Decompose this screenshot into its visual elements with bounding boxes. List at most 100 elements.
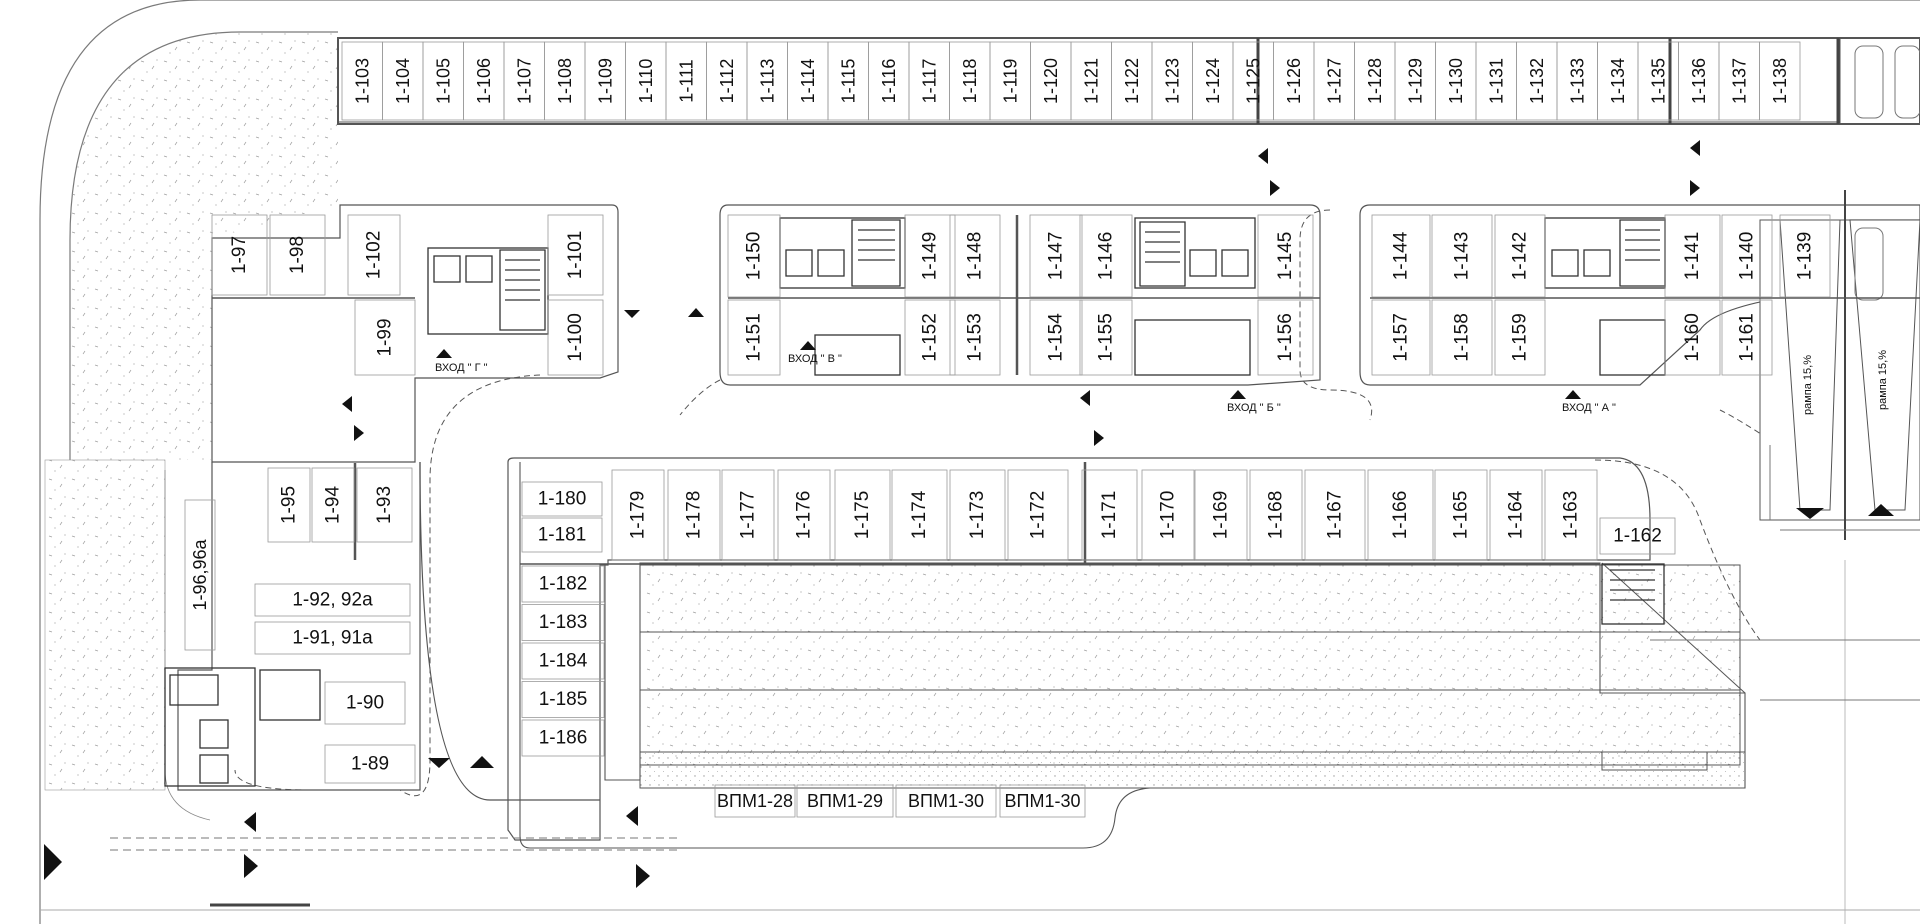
top-spot-label: 1-136: [1689, 58, 1709, 104]
block-spot-label: 1-144: [1391, 231, 1412, 280]
column-spot-label: 1-182: [539, 574, 588, 595]
top-spot-label: 1-112: [717, 59, 737, 104]
block-spot-label: 1-101: [565, 231, 586, 280]
block-separators: [212, 215, 1920, 565]
parking-spot-outline: [949, 469, 1006, 561]
block-spot-label: 1-150: [744, 232, 765, 281]
core-a: [1544, 217, 1666, 376]
parking-spot-outline: [547, 214, 604, 296]
middle-parking-bay: [519, 462, 1746, 849]
parking-spot-outline: [1194, 469, 1248, 561]
block-spot-label: 1-143: [1452, 232, 1473, 281]
parking-spot-outline: [667, 469, 721, 561]
block-spot-label: 1-146: [1096, 232, 1117, 281]
top-spot-label: 1-122: [1122, 58, 1142, 104]
core-east: [1601, 563, 1665, 625]
top-spot-label: 1-118: [960, 59, 980, 104]
left-spot-label: 1-94: [323, 486, 344, 524]
middle-spot-label: 1-174: [909, 490, 930, 539]
block-spot-label: 1-100: [565, 313, 586, 362]
parking-spot-outline: [521, 681, 605, 718]
block-spot-label: 1-156: [1275, 313, 1296, 362]
block-spot-label: 1-159: [1510, 313, 1531, 362]
left-spot-label: 1-95: [279, 486, 300, 524]
core-v: [779, 217, 906, 376]
middle-spot-label: 1-178: [684, 491, 705, 540]
top-spot-label: 1-128: [1365, 58, 1385, 104]
parking-spot-outline: [324, 681, 406, 725]
left-spot-label: 1-89: [351, 754, 389, 775]
left-spot-label: 1-90: [346, 693, 384, 714]
parking-spot-outline: [267, 467, 311, 543]
left-spot-label: 1-96,96a: [190, 538, 210, 610]
parking-spot-outline: [269, 214, 326, 296]
top-spot-label: 1-129: [1405, 58, 1425, 104]
parking-spot-outline: [1434, 469, 1488, 561]
landscape-area-west: [44, 459, 166, 791]
parking-spot-outline: [1081, 469, 1138, 561]
top-spot-label: 1-103: [352, 58, 372, 104]
parking-spot-outline: [1431, 299, 1493, 376]
column-spot-label: 1-185: [539, 689, 588, 710]
left-spot-label: 1-91, 91a: [292, 628, 373, 649]
parking-spot-outline: [1664, 214, 1721, 298]
entrance-g-label: ВХОД " Г ": [435, 362, 488, 374]
parking-spot-outline: [1494, 214, 1546, 298]
access-road-west: [164, 470, 211, 821]
block-spot-label: 1-161: [1737, 313, 1758, 362]
top-spot-label: 1-114: [798, 59, 818, 104]
top-spot-label: 1-117: [919, 59, 939, 104]
middle-spot-label: 1-172: [1028, 491, 1049, 540]
block-spot-label: 1-154: [1046, 313, 1067, 362]
middle-spot-label: 1-162: [1613, 526, 1662, 547]
parking-spot-outline: [347, 214, 401, 296]
top-parking-row: [337, 37, 1920, 125]
column-spot-label: 1-186: [539, 728, 588, 749]
ramp-label-2: рампа 15,%: [1877, 350, 1889, 410]
parking-spot-outline: [1257, 299, 1314, 376]
middle-spot-label: 1-170: [1158, 491, 1179, 540]
parking-spot-outline: [521, 604, 605, 641]
column-spot-label: 1-184: [539, 651, 588, 672]
block-spot-label: 1-149: [920, 232, 941, 281]
parking-spot-outline: [1759, 41, 1801, 121]
top-spot-label: 1-104: [393, 58, 413, 104]
parking-spot-outline: [904, 299, 956, 376]
parking-spot-outline: [796, 784, 894, 818]
entrance-markers: ВХОД " Г " ВХОД " В " ВХОД " Б " ВХОД " …: [435, 341, 1616, 414]
parking-spot-outline: [1489, 469, 1543, 561]
parking-spot-outline: [1371, 299, 1431, 376]
middle-spot-label: 1-167: [1325, 491, 1346, 540]
parking-spot-outline: [521, 719, 605, 757]
middle-spot-label: 1-173: [967, 491, 988, 540]
top-spot-label: 1-105: [433, 58, 453, 104]
middle-spot-label: 1-166: [1390, 491, 1411, 540]
parking-spot-outline: [521, 565, 605, 603]
middle-spot-label: 1-180: [538, 489, 587, 510]
top-spot-label: 1-132: [1527, 58, 1547, 104]
block-spot-label: 1-147: [1046, 232, 1067, 281]
parking-spot-outline: [949, 214, 1001, 298]
parking-spot-outline: [1544, 469, 1598, 561]
core-b: [1134, 217, 1256, 376]
top-spot-label: 1-135: [1648, 58, 1668, 104]
top-spot-label: 1-108: [555, 58, 575, 104]
parking-spot-outline: [521, 481, 603, 517]
parking-spot-outline: [1779, 214, 1831, 298]
parking-spot-outline: [895, 784, 997, 818]
middle-spot-label: 1-165: [1451, 491, 1472, 540]
top-spot-label: 1-109: [595, 58, 615, 104]
parking-spot-outline: [354, 299, 416, 376]
parking-spot-outline: [891, 469, 948, 561]
parking-spot-outline: [1431, 214, 1493, 298]
top-spot-label: 1-131: [1486, 58, 1506, 104]
top-spot-label: 1-116: [879, 59, 899, 104]
parking-spot-outline: [1367, 469, 1434, 561]
block-spot-label: 1-139: [1795, 232, 1816, 281]
middle-spot-label: 1-181: [538, 525, 587, 546]
middle-spot-label: 1-164: [1506, 490, 1527, 539]
parking-spot-outline: [1029, 299, 1083, 376]
